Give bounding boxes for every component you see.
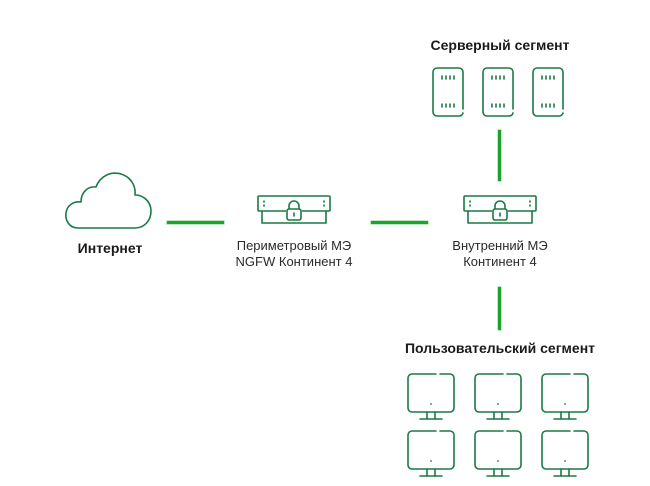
link-internal-server bbox=[498, 130, 501, 181]
monitor-icon bbox=[541, 373, 589, 420]
monitor-icon bbox=[407, 430, 455, 477]
perimeter-firewall-label-line2: NGFW Континент 4 bbox=[235, 254, 353, 269]
link-internal-users bbox=[498, 287, 501, 330]
internal-firewall-label: Внутренний МЭ Континент 4 bbox=[420, 238, 580, 270]
monitor-icon bbox=[474, 430, 522, 477]
server-segment-title: Серверный сегмент bbox=[430, 37, 570, 53]
internal-firewall-label-line1: Внутренний МЭ bbox=[452, 238, 548, 253]
internal-firewall-label-line2: Континент 4 bbox=[463, 254, 537, 269]
server-icon bbox=[532, 67, 564, 117]
monitor-icon bbox=[407, 373, 455, 420]
internet-label: Интернет bbox=[77, 240, 143, 256]
internal-firewall-icon bbox=[463, 195, 537, 224]
monitor-icon bbox=[541, 430, 589, 477]
cloud-icon bbox=[65, 172, 152, 229]
link-internet-perimeter bbox=[167, 221, 224, 224]
link-perimeter-internal bbox=[371, 221, 428, 224]
server-icon bbox=[482, 67, 514, 117]
perimeter-firewall-icon bbox=[257, 195, 331, 224]
user-segment-title: Пользовательский сегмент bbox=[404, 340, 596, 356]
server-icon bbox=[432, 67, 464, 117]
monitor-icon bbox=[474, 373, 522, 420]
perimeter-firewall-label-line1: Периметровый МЭ bbox=[236, 238, 352, 253]
perimeter-firewall-label: Периметровый МЭ NGFW Континент 4 bbox=[214, 238, 374, 270]
